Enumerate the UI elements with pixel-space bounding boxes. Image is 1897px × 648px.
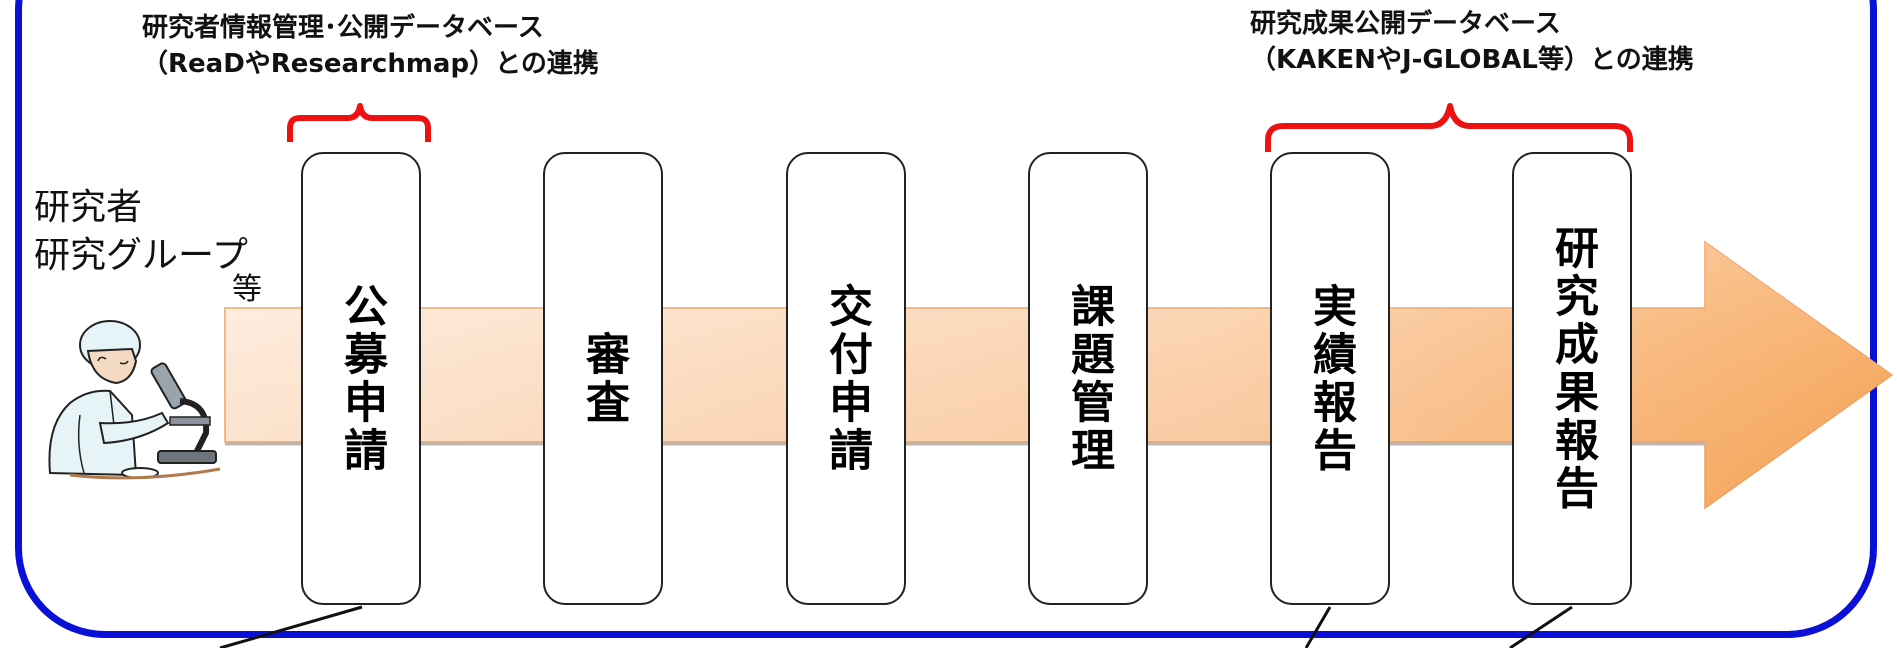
caption-left-line2: （ReaDやResearchmap）との連携 (142, 49, 599, 79)
stage-label: 交付申請 (821, 282, 872, 475)
stage-application[interactable]: 公募申請 (301, 152, 421, 605)
diagram-frame (15, 0, 1877, 638)
caption-right-line1: 研究成果公開データベース (1250, 9, 1561, 39)
left-brace (287, 103, 431, 142)
scientist-with-microscope-icon (48, 320, 221, 480)
stage-label: 研究成果報告 (1547, 224, 1598, 513)
connector-line-2 (1304, 606, 1332, 648)
connector-line-1 (219, 605, 363, 648)
caption-results-db-link: 研究成果公開データベース （KAKENやJ-GLOBAL等）との連携 (1250, 6, 1694, 78)
actor-label-research-group: 研究グループ (34, 235, 248, 276)
right-brace (1265, 103, 1633, 152)
stage-research-results-report[interactable]: 研究成果報告 (1512, 152, 1632, 605)
stage-label: 審査 (578, 330, 629, 427)
actor-label-researcher: 研究者 (34, 187, 143, 228)
connector-line-3 (1509, 605, 1573, 648)
caption-right-line2: （KAKENやJ-GLOBAL等）との連携 (1250, 45, 1694, 75)
stage-label: 課題管理 (1063, 282, 1114, 475)
stage-label: 実績報告 (1305, 282, 1356, 475)
stage-grant-application[interactable]: 交付申請 (786, 152, 906, 605)
caption-researcher-db-link: 研究者情報管理･公開データベース （ReaDやResearchmap）との連携 (142, 10, 599, 82)
stage-label: 公募申請 (336, 282, 387, 475)
stage-review[interactable]: 審査 (543, 152, 663, 605)
caption-left-line1: 研究者情報管理･公開データベース (142, 13, 544, 43)
actor-label-etc: 等 (232, 272, 262, 307)
stage-project-management[interactable]: 課題管理 (1028, 152, 1148, 605)
stage-performance-report[interactable]: 実績報告 (1270, 152, 1390, 605)
